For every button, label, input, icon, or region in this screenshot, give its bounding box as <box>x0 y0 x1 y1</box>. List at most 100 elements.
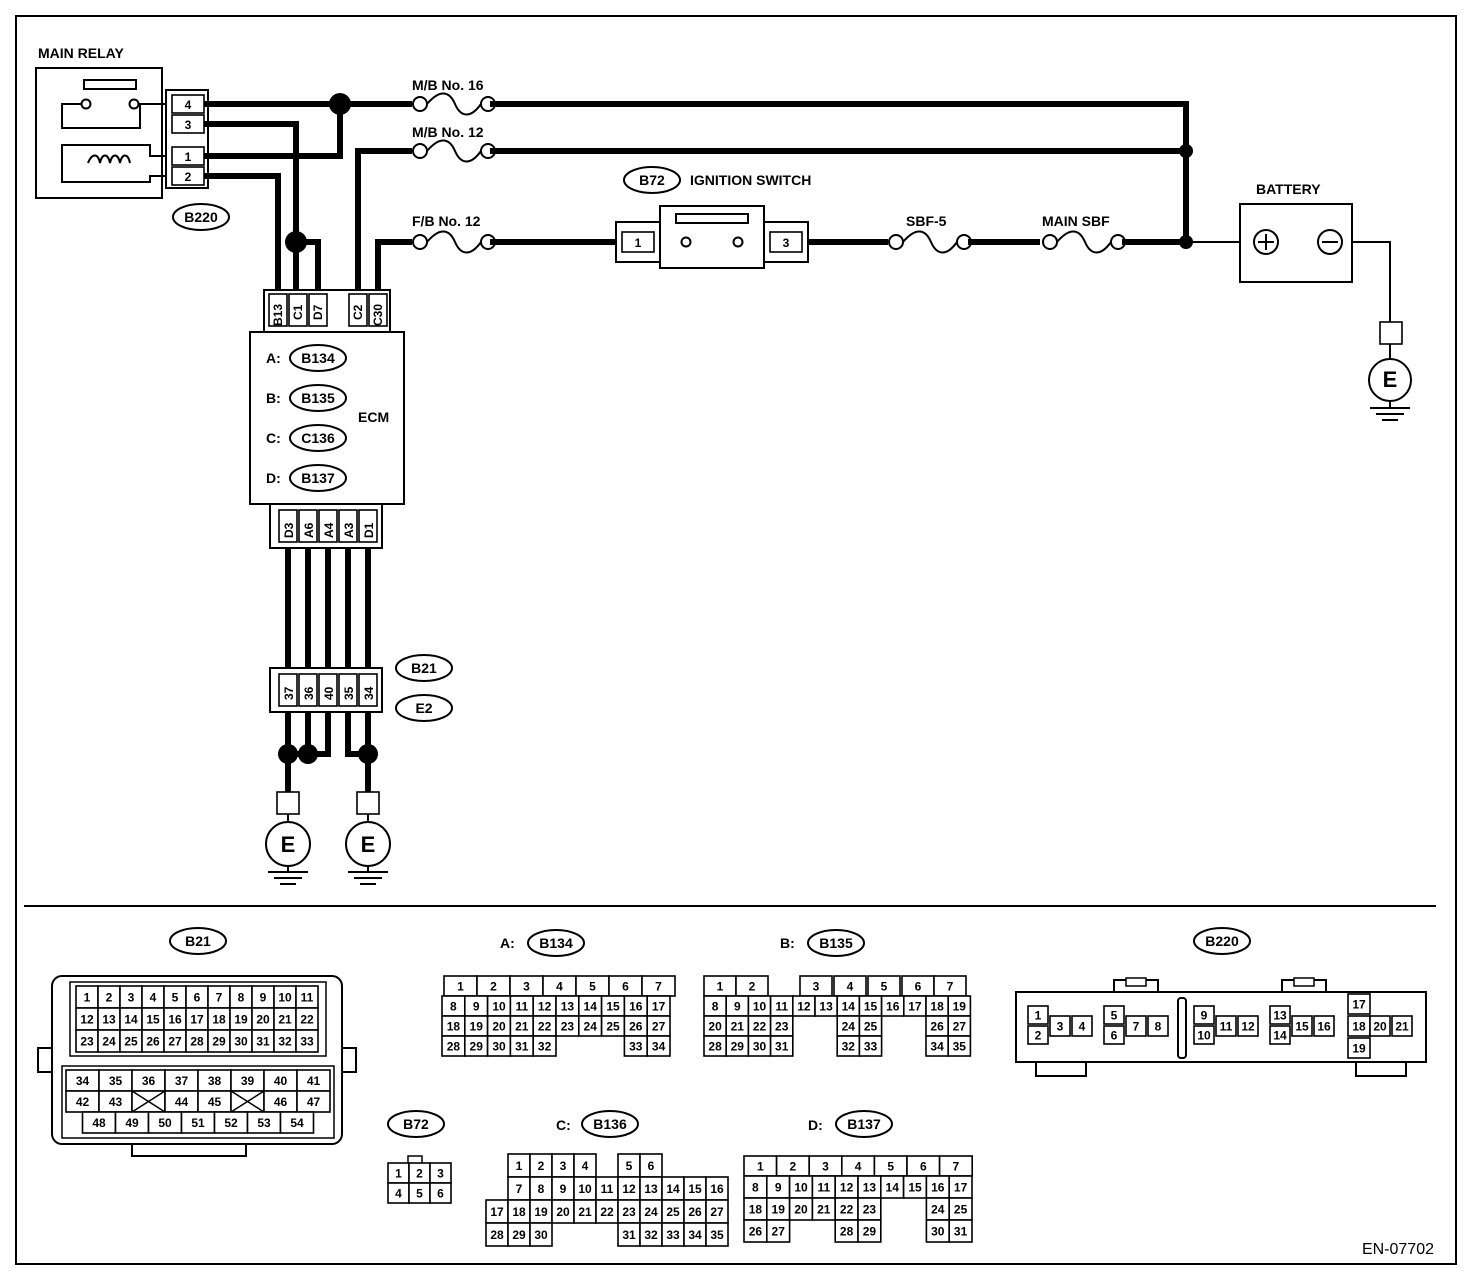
cv-b134-pin: 22 <box>538 1020 552 1034</box>
cv-b137-pin: 28 <box>840 1225 854 1239</box>
cv-b21-pin: 4 <box>150 991 157 1005</box>
cv-b136-pin: 19 <box>534 1205 548 1219</box>
cv-b135-pin: 25 <box>864 1020 878 1034</box>
cv-b134-pin: 33 <box>629 1040 643 1054</box>
wires <box>204 101 1391 792</box>
b220-pin-stack: 4 3 1 2 <box>165 89 209 189</box>
cv-b21-pin: 26 <box>146 1035 160 1049</box>
cv-b134-pin: 21 <box>515 1020 529 1034</box>
cv-b134-pin: 25 <box>606 1020 620 1034</box>
ignition-switch-label: IGNITION SWITCH <box>690 172 811 188</box>
cv-b136-pin: 18 <box>512 1205 526 1219</box>
cv-b135-pin: 21 <box>731 1020 745 1034</box>
cv-b220-pin: 7 <box>1133 1020 1140 1034</box>
ground-symbol-battery-icon <box>1368 321 1412 421</box>
cv-b137-pin: 4 <box>855 1160 862 1174</box>
cv-b137-pin: 11 <box>817 1181 830 1195</box>
cv-b134-pin: 1 <box>457 980 464 994</box>
cv-b135-pin: 28 <box>708 1040 722 1054</box>
cv-b134-pin: 19 <box>470 1020 484 1034</box>
cv-b72-cell <box>429 1182 452 1204</box>
cv-b136-pin: 8 <box>538 1182 545 1196</box>
cv-b134-label: B134 <box>539 935 573 951</box>
cv-b220-pin: 8 <box>1155 1020 1162 1034</box>
cv-b136-pin: 34 <box>688 1228 702 1242</box>
cv-b21-pin: 30 <box>234 1035 248 1049</box>
cv-b220-cell <box>1347 1037 1371 1059</box>
svg-text:3: 3 <box>185 118 192 132</box>
cv-b21-cell <box>295 1029 319 1053</box>
figure-id: EN-07702 <box>1362 1241 1434 1258</box>
cv-b21-pin: 32 <box>278 1035 292 1049</box>
cv-b136-pin: 2 <box>538 1159 545 1173</box>
cv-b220-cell <box>1391 1015 1413 1037</box>
cv-b137-pin: 10 <box>794 1181 808 1195</box>
cv-b136-pin: 9 <box>560 1182 567 1196</box>
cv-b72-oval <box>387 1110 445 1138</box>
b220-oval <box>172 203 230 231</box>
svg-text:C1: C1 <box>291 304 305 320</box>
cv-b21-pin: 50 <box>158 1116 172 1130</box>
cv-b137-pin: 20 <box>794 1203 808 1217</box>
joint-e2-oval <box>395 694 453 722</box>
svg-text:C2: C2 <box>351 304 365 320</box>
cv-b136-prefix: C: <box>556 1117 571 1133</box>
cv-b136-pin: 13 <box>644 1182 658 1196</box>
b72-oval <box>623 166 681 194</box>
cv-b135-cell <box>947 1035 972 1057</box>
cv-b21-pin: 9 <box>260 991 267 1005</box>
cv-b135-pin: 2 <box>749 980 756 994</box>
cv-b220-pin: 12 <box>1241 1020 1255 1034</box>
cv-b21-pin: 37 <box>175 1074 189 1088</box>
cv-b136-pin: 32 <box>644 1228 658 1242</box>
cv-b220-cell <box>1147 1015 1169 1037</box>
cv-b137-pin: 29 <box>863 1225 877 1239</box>
cv-b136-pin: 31 <box>622 1228 636 1242</box>
cv-b21-pin: 41 <box>307 1074 321 1088</box>
ecm-conn-b-oval <box>289 384 347 412</box>
cv-b21-pin: 40 <box>274 1074 288 1088</box>
cv-b21-pin: 11 <box>301 991 314 1005</box>
cv-b135-pin: 18 <box>930 1000 944 1014</box>
svg-text:4: 4 <box>185 98 192 112</box>
cv-b134-pin: 23 <box>561 1020 575 1034</box>
cv-b21-pin: 45 <box>208 1095 222 1109</box>
cv-b220-pin: 19 <box>1352 1042 1366 1056</box>
cv-b134-pin: 9 <box>473 1000 480 1014</box>
cv-b21-pin: 38 <box>208 1074 222 1088</box>
cv-b21-pin: 46 <box>274 1095 288 1109</box>
relay-switch-icon <box>61 79 168 129</box>
cv-b136-pin: 24 <box>644 1205 658 1219</box>
cv-b136-pin: 17 <box>490 1205 504 1219</box>
cv-b21-pin: 16 <box>168 1013 182 1027</box>
ecm-conn-b-prefix: B: <box>266 390 281 406</box>
cv-b220-cell <box>1193 1005 1215 1025</box>
cv-b21-pin: 43 <box>109 1095 123 1109</box>
cv-b21-pin: 21 <box>278 1013 292 1027</box>
cv-b21-pin: 18 <box>212 1013 226 1027</box>
cv-b21-pin: 42 <box>76 1095 90 1109</box>
junction-dots <box>278 93 1193 764</box>
cv-b134-pin: 31 <box>515 1040 529 1054</box>
cv-b21-pin: 39 <box>241 1074 255 1088</box>
joint-b21-oval <box>395 654 453 682</box>
cv-b220-cell <box>1237 1015 1259 1037</box>
cv-b137-pin: 31 <box>954 1225 968 1239</box>
fuse-mb12-icon <box>412 139 496 163</box>
main-relay-title: MAIN RELAY <box>38 45 124 61</box>
ground-battery-label: E <box>1383 367 1398 392</box>
cv-b136-pin: 1 <box>516 1159 523 1173</box>
cv-b21-pin: 14 <box>124 1013 138 1027</box>
cv-b136-pin: 16 <box>710 1182 724 1196</box>
cv-b136-pin: 25 <box>666 1205 680 1219</box>
cv-b220-cell <box>1071 1015 1093 1037</box>
cv-b135-pin: 34 <box>930 1040 944 1054</box>
cv-b136-cell <box>529 1222 553 1247</box>
cv-b220-cell <box>1027 1025 1049 1045</box>
cv-b21-pin: 35 <box>109 1074 123 1088</box>
cv-b136-pin: 6 <box>648 1159 655 1173</box>
cv-b134-pin: 32 <box>538 1040 552 1054</box>
cv-b135-pin: 6 <box>915 980 922 994</box>
